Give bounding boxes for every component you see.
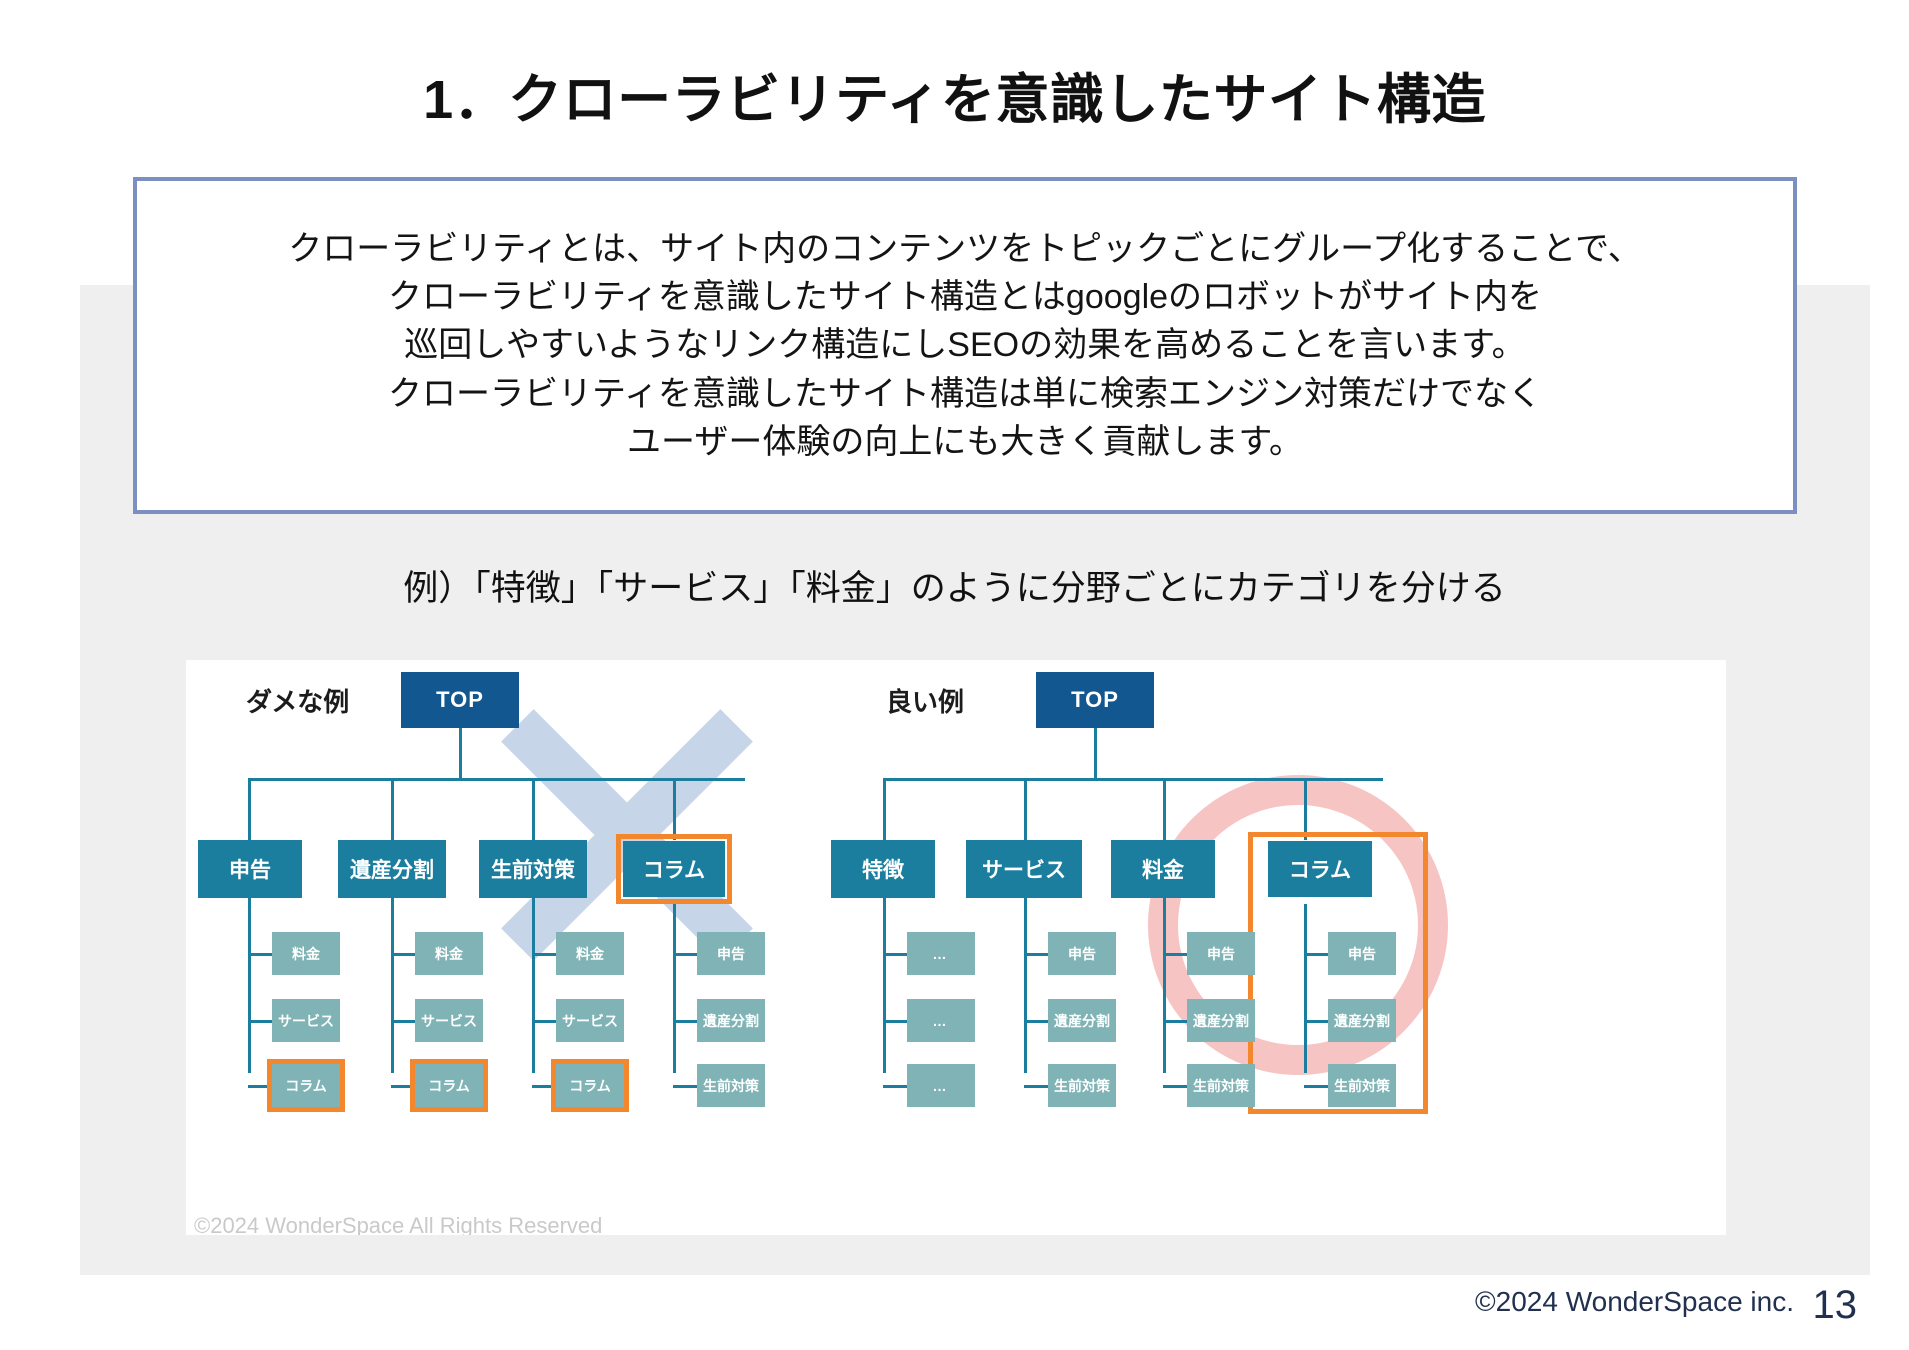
good-leaf-3-1[interactable]: 申告: [1187, 932, 1255, 975]
bad-category-node-4[interactable]: コラム: [623, 841, 725, 897]
bad-leaf-1-2[interactable]: サービス: [272, 999, 340, 1042]
good-branch1-link-3: [883, 1085, 907, 1088]
bad-column-highlight: [616, 834, 732, 904]
bad-branch3-link-3: [532, 1085, 556, 1088]
good-connector-cat-3: [1163, 778, 1166, 840]
description-line-4: クローラビリティを意識したサイト構造は単に検索エンジン対策だけでなく: [388, 374, 1542, 413]
bad-connector-top-vertical: [459, 728, 462, 778]
example-caption: 例）「特徴」「サービス」「料金」のように分野ごとにカテゴリを分ける: [403, 569, 1506, 608]
good-branch3-spine: [1163, 898, 1166, 1073]
good-example-label: 良い例: [886, 687, 965, 717]
description-line-1: クローラビリティとは、サイト内のコンテンツをトピックごとにグループ化することで、: [288, 229, 1642, 268]
bad-branch3-link-1: [532, 953, 556, 956]
good-leaf-2-3[interactable]: 生前対策: [1048, 1064, 1116, 1107]
good-top-node[interactable]: TOP: [1036, 672, 1154, 728]
description-box: クローラビリティとは、サイト内のコンテンツをトピックごとにグループ化することで、…: [133, 177, 1797, 514]
diagram-credit: ©2024 WonderSpace All Rights Reserved: [194, 1213, 603, 1235]
good-category-node-2[interactable]: サービス: [966, 840, 1082, 898]
bad-leaf-4-3[interactable]: 生前対策: [697, 1064, 765, 1107]
bad-top-node[interactable]: TOP: [401, 672, 519, 728]
bad-branch4-link-1: [673, 953, 697, 956]
good-branch1-link-2: [883, 1020, 907, 1023]
bad-leaf-1-3[interactable]: コラム: [272, 1064, 340, 1107]
bad-branch4-link-2: [673, 1020, 697, 1023]
bad-leaf-1-1[interactable]: 料金: [272, 932, 340, 975]
good-leaf-3-3[interactable]: 生前対策: [1187, 1064, 1255, 1107]
bad-branch3-spine: [532, 898, 535, 1073]
bad-category-node-2[interactable]: 遺産分割: [338, 840, 446, 898]
good-branch4-link-2: [1304, 1020, 1328, 1023]
good-leaf-2-2[interactable]: 遺産分割: [1048, 999, 1116, 1042]
bad-connector-cat-1: [248, 778, 251, 840]
good-leaf-4-3[interactable]: 生前対策: [1328, 1064, 1396, 1107]
bad-leaf-3-2[interactable]: サービス: [556, 999, 624, 1042]
bad-branch1-link-1: [248, 953, 272, 956]
bad-leaf-2-3[interactable]: コラム: [415, 1064, 483, 1107]
good-category-node-4[interactable]: コラム: [1268, 841, 1372, 897]
bad-branch2-link-2: [391, 1020, 415, 1023]
bad-branch4-spine: [673, 904, 676, 1073]
bad-leaf-3-1[interactable]: 料金: [556, 932, 624, 975]
bad-connector-cat-3: [532, 778, 535, 840]
good-leaf-2-1[interactable]: 申告: [1048, 932, 1116, 975]
good-leaf-1-1[interactable]: …: [907, 932, 975, 975]
good-branch3-link-2: [1163, 1020, 1187, 1023]
page-number: 13: [1812, 1283, 1858, 1327]
bad-category-node-1[interactable]: 申告: [198, 840, 302, 898]
site-structure-diagram: ダメな例 TOP 申告 遺産分割 生前対策 コラム 料金 サービス コラム: [186, 660, 1726, 1235]
good-branch4-link-3: [1304, 1085, 1328, 1088]
good-category-node-1[interactable]: 特徴: [831, 840, 935, 898]
good-leaf-4-2[interactable]: 遺産分割: [1328, 999, 1396, 1042]
bad-connector-cat-4: [673, 778, 676, 840]
good-branch1-spine: [883, 898, 886, 1073]
bad-branch2-spine: [391, 898, 394, 1073]
bad-leaf-highlight-3: [551, 1059, 629, 1112]
bad-leaf-4-1[interactable]: 申告: [697, 932, 765, 975]
bad-branch4-link-3: [673, 1085, 697, 1088]
bad-branch3-link-2: [532, 1020, 556, 1023]
bad-branch1-spine: [248, 898, 251, 1073]
description-line-2: クローラビリティを意識したサイト構造とはgoogleのロボットがサイト内を: [387, 278, 1543, 317]
bad-category-node-3[interactable]: 生前対策: [479, 840, 587, 898]
bad-leaf-4-2[interactable]: 遺産分割: [697, 999, 765, 1042]
bad-branch1-link-3: [248, 1085, 272, 1088]
bad-branch2-link-1: [391, 953, 415, 956]
good-connector-top-vertical: [1094, 728, 1097, 778]
good-connector-cat-1: [883, 778, 886, 840]
good-leaf-4-1[interactable]: 申告: [1328, 932, 1396, 975]
good-connector-cat-2: [1024, 778, 1027, 840]
bad-leaf-highlight-1: [267, 1059, 345, 1112]
bad-leaf-3-3[interactable]: コラム: [556, 1064, 624, 1107]
good-leaf-1-2[interactable]: …: [907, 999, 975, 1042]
good-branch2-link-2: [1024, 1020, 1048, 1023]
description-line-5: ユーザー体験の向上にも大きく貢献します。: [627, 422, 1303, 461]
bad-leaf-highlight-2: [410, 1059, 488, 1112]
description-line-3: 巡回しやすいようなリンク構造にしSEOの効果を高めることを言います。: [404, 326, 1526, 365]
bad-example-label: ダメな例: [246, 687, 350, 717]
good-branch4-spine: [1304, 904, 1307, 1073]
good-connector-horizontal: [883, 778, 1383, 781]
good-branch4-link-1: [1304, 953, 1328, 956]
bad-connector-cat-2: [391, 778, 394, 840]
good-branch2-link-3: [1024, 1085, 1048, 1088]
bad-leaf-2-1[interactable]: 料金: [415, 932, 483, 975]
good-branch1-link-1: [883, 953, 907, 956]
good-branch2-spine: [1024, 898, 1027, 1073]
bad-connector-horizontal: [248, 778, 745, 781]
good-leaf-3-2[interactable]: 遺産分割: [1187, 999, 1255, 1042]
good-branch2-link-1: [1024, 953, 1048, 956]
footer-copyright: ©2024 WonderSpace inc.: [1475, 1286, 1794, 1317]
good-leaf-1-3[interactable]: …: [907, 1064, 975, 1107]
bad-branch1-link-2: [248, 1020, 272, 1023]
bad-leaf-2-2[interactable]: サービス: [415, 999, 483, 1042]
good-connector-cat-4: [1304, 778, 1307, 840]
good-branch3-link-3: [1163, 1085, 1187, 1088]
good-category-node-3[interactable]: 料金: [1111, 840, 1215, 898]
good-branch3-link-1: [1163, 953, 1187, 956]
page-title: 1．クローラビリティを意識したサイト構造: [423, 70, 1486, 130]
bad-branch2-link-3: [391, 1085, 415, 1088]
